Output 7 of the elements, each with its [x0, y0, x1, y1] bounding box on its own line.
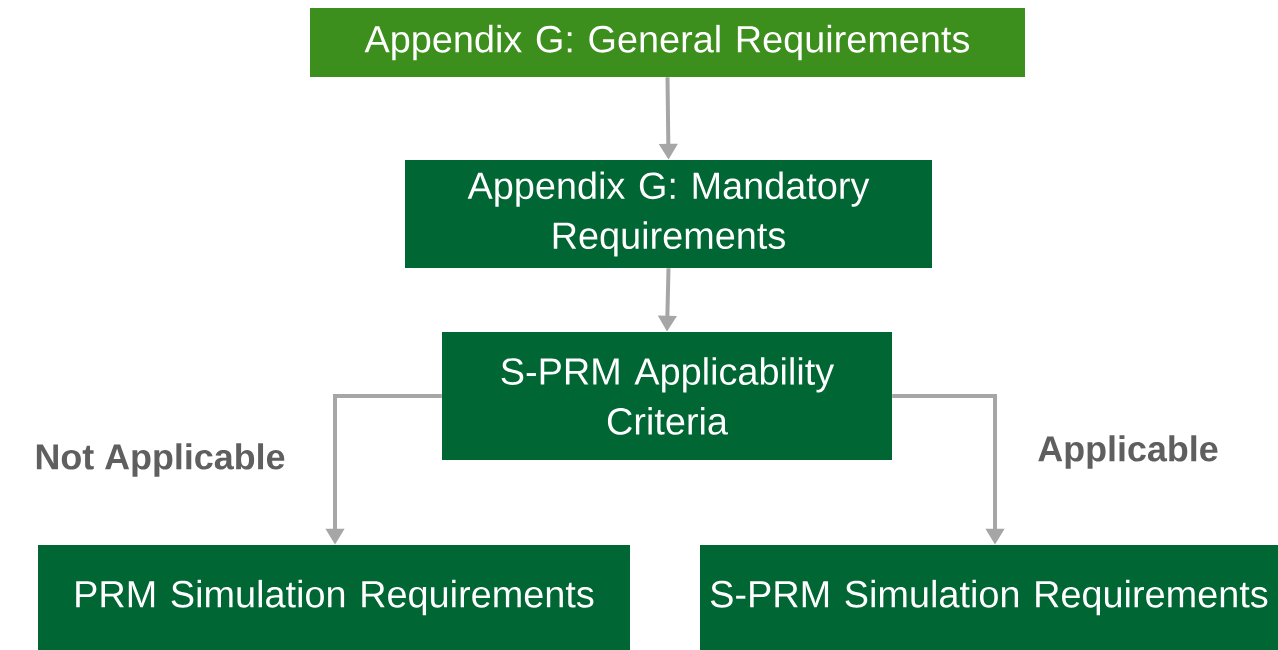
- process-box: S-PRM Applicability Criteria: [442, 332, 892, 460]
- process-box: PRM Simulation Requirements: [38, 545, 630, 650]
- edge-label: Not Applicable: [36, 443, 285, 477]
- process-box: S-PRM Simulation Requirements: [700, 545, 1278, 650]
- process-box: Appendix G: General Requirements: [310, 8, 1025, 77]
- edge-label: Applicable: [1038, 435, 1218, 469]
- process-box: Appendix G: Mandatory Requirements: [405, 160, 932, 268]
